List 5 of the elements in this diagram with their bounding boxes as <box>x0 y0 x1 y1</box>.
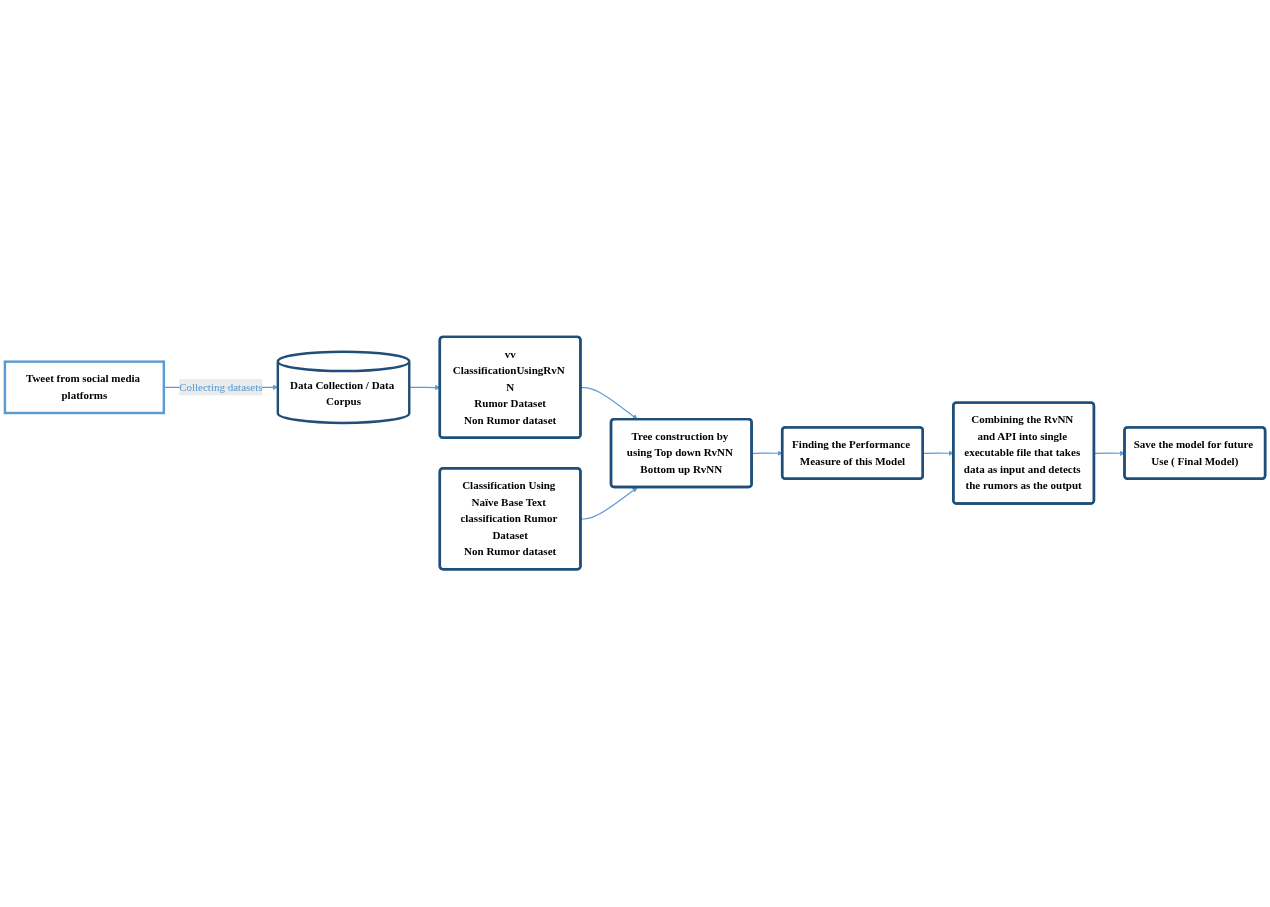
arrow <box>922 451 954 457</box>
arrow <box>580 487 638 521</box>
node-box: Tweet from social media platforms <box>3 360 166 415</box>
edge-label: Collecting datasets <box>179 381 263 394</box>
arrow <box>751 451 783 457</box>
